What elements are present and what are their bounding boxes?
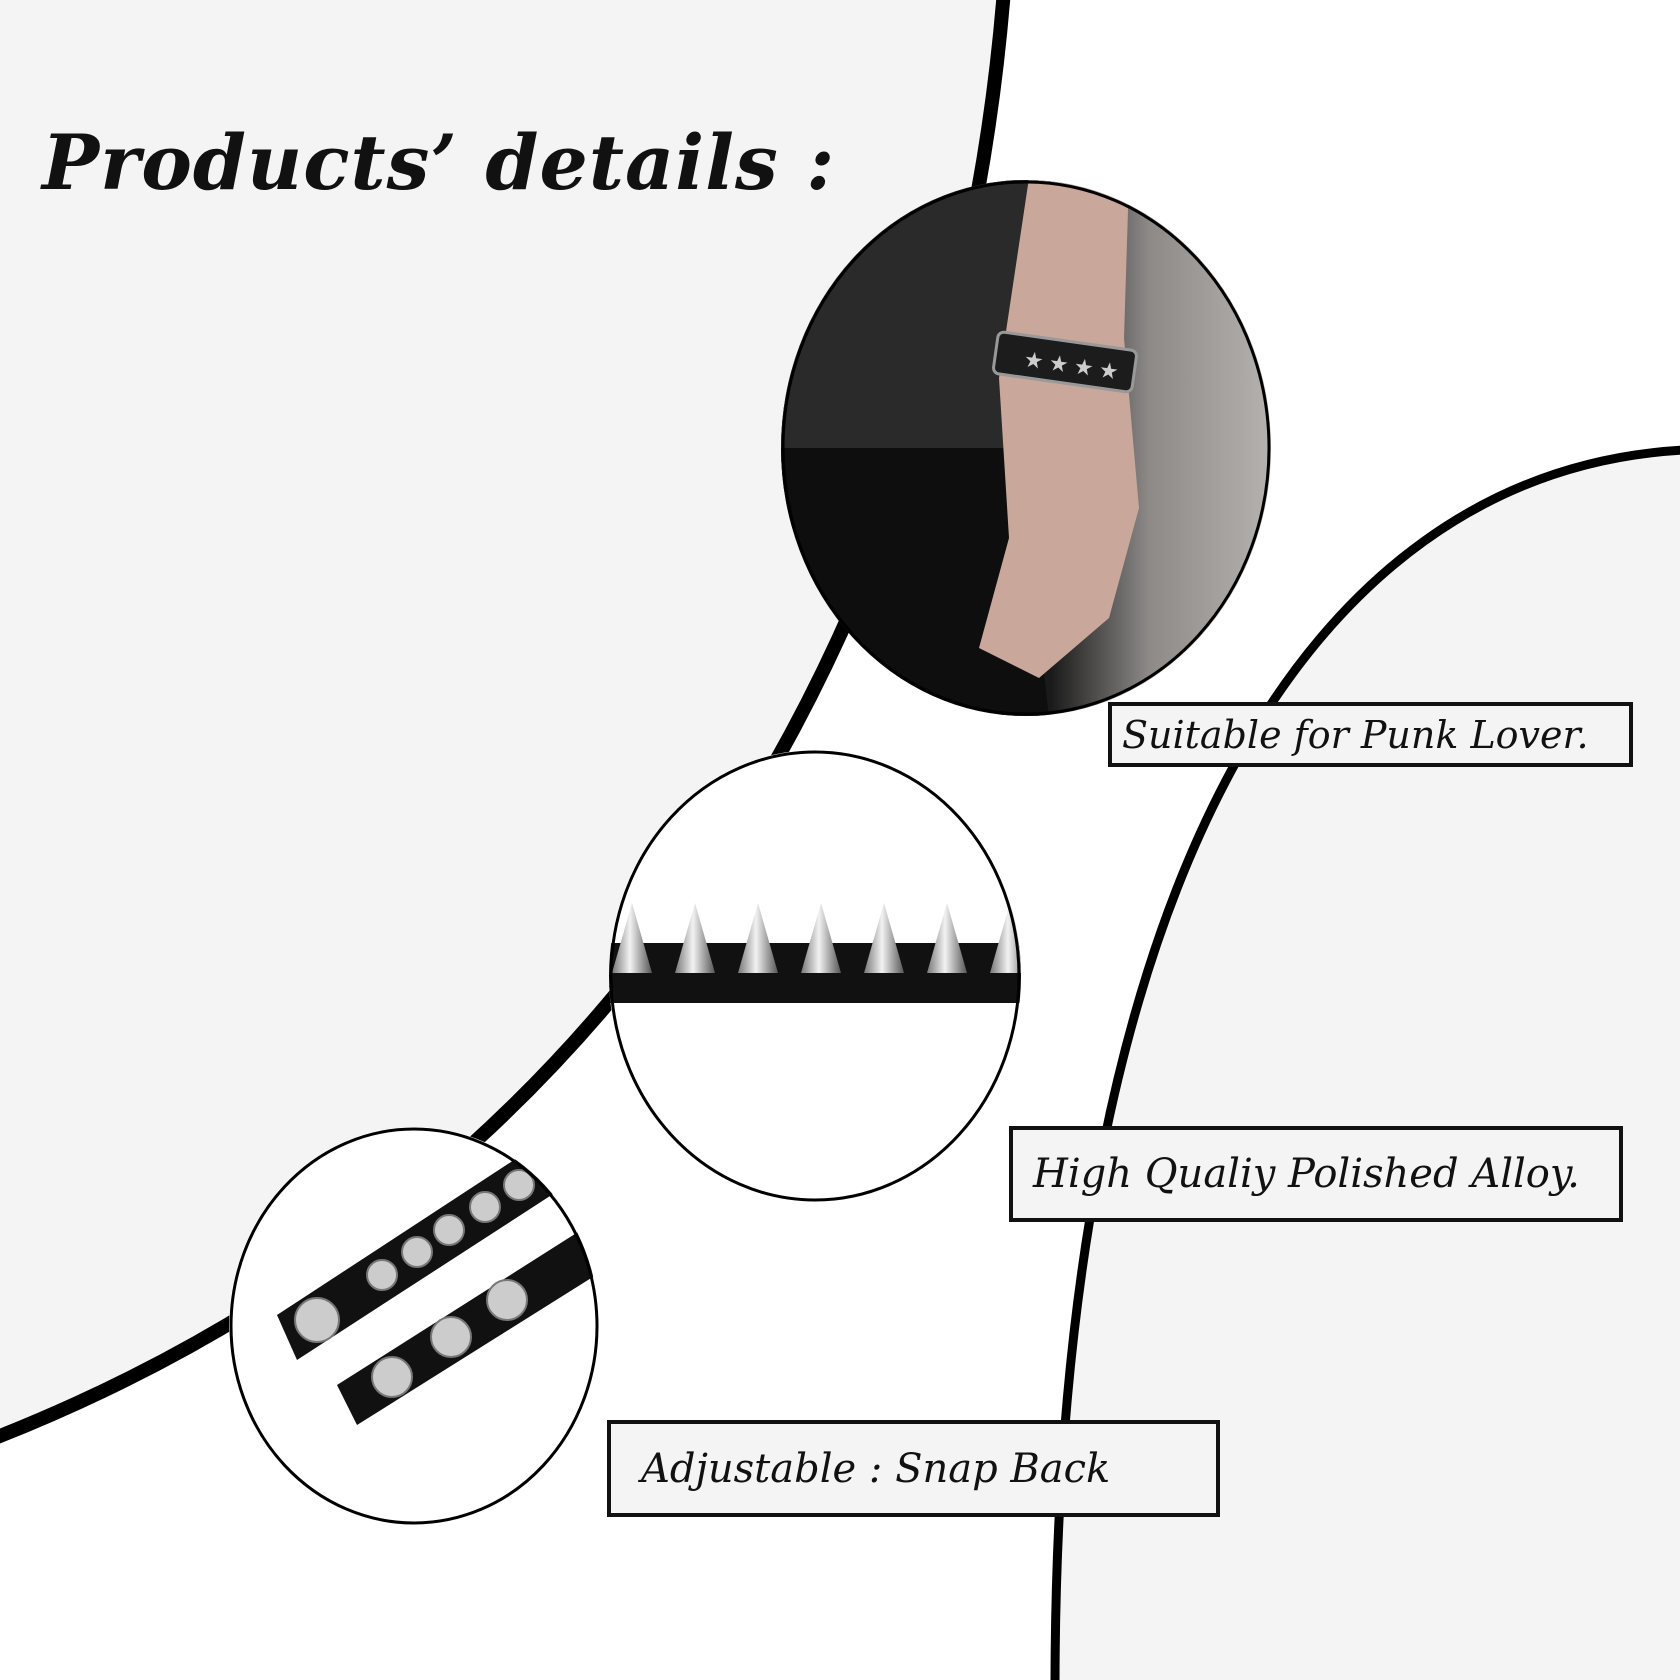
left-gray-region [0, 0, 1002, 1436]
bracelet-band [992, 330, 1138, 394]
feature-label-punk: Suitable for Punk Lover. [1108, 702, 1633, 767]
feature-label-alloy: High Qualiy Polished Alloy. [1009, 1126, 1623, 1222]
feature-label-adjustable: Adjustable : Snap Back [607, 1420, 1220, 1517]
snap-buttons-photo [229, 1127, 599, 1525]
black-curve-right [1050, 445, 1680, 1680]
page-title: Products’ details : [42, 118, 836, 207]
spike-studs-photo [609, 750, 1021, 1202]
bracelet-on-wrist-photo: ★ ★ ★ ★ [781, 180, 1271, 716]
